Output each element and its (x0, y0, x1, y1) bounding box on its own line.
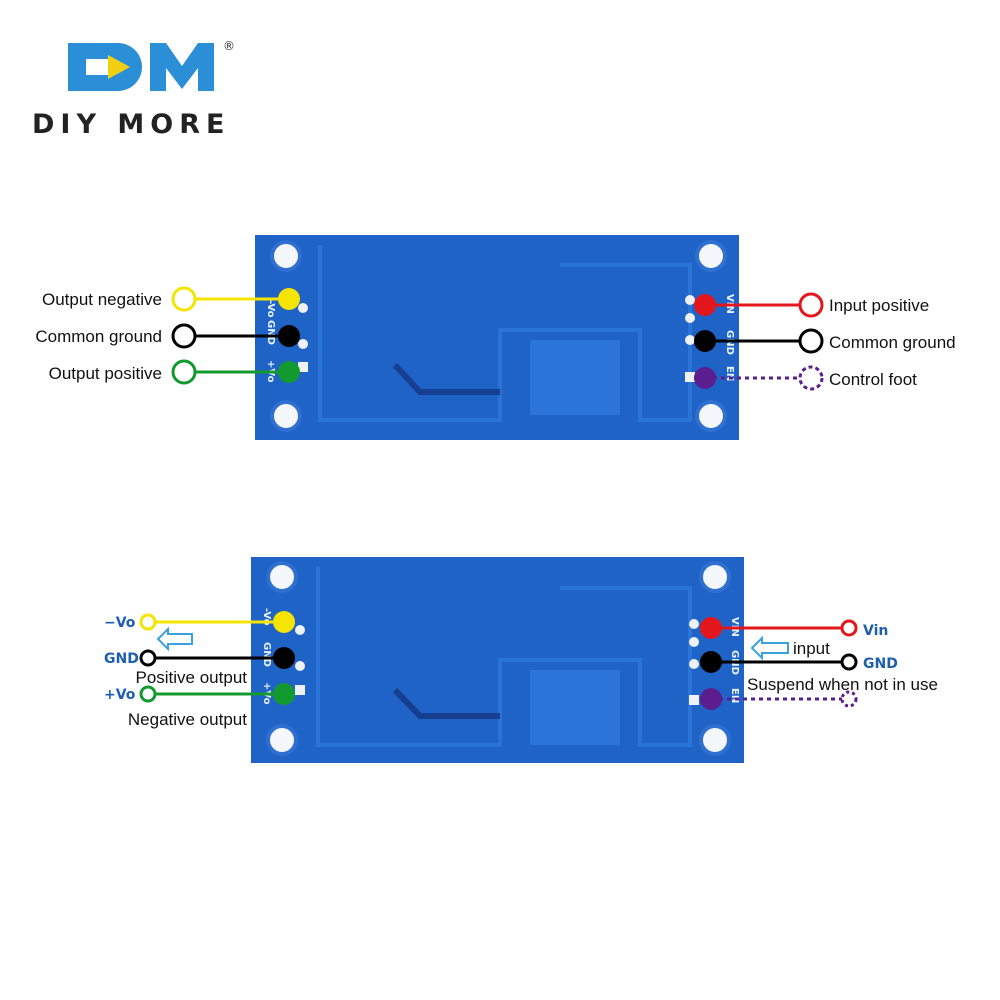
pcb-pad-area (530, 670, 620, 745)
terminal-vo-positive (139, 685, 157, 703)
pcb-trace (392, 687, 500, 719)
label-output-negative: Output negative (42, 290, 162, 309)
mounting-hole (699, 724, 731, 756)
pin-vo-negative (273, 611, 295, 633)
pin-input-positive (694, 294, 716, 316)
label-output-positive: Output positive (49, 364, 162, 383)
terminal-vo-negative (139, 613, 157, 631)
brand-logo: ® DIY MORE (32, 39, 235, 140)
pin-pad (685, 372, 695, 382)
silk-gnd: GND (261, 642, 272, 667)
pin-pad (685, 313, 695, 323)
pin-pad (295, 625, 305, 635)
pin-common-ground (694, 330, 716, 352)
board-bottom: -Vo GND +Vo VIN GND EN (104, 557, 938, 763)
logo-m-shape (150, 43, 214, 91)
pin-vo-positive (273, 683, 295, 705)
note-negative-output: Negative output (128, 710, 247, 729)
logo-d-shape (68, 43, 142, 91)
pin-pad (689, 659, 699, 669)
tag-vo-negative: −Vo (104, 615, 136, 631)
pin-output-negative (278, 288, 300, 310)
pin-pad (298, 339, 308, 349)
note-positive-output: Positive output (135, 668, 247, 687)
silk-vo-neg: -Vo (265, 300, 276, 318)
tag-vo-positive: +Vo (104, 687, 136, 703)
label-input-positive: Input positive (829, 296, 929, 315)
mounting-hole (695, 400, 727, 432)
input-arrow-icon (750, 635, 789, 661)
silk-gnd: GND (265, 320, 276, 345)
pin-pad (689, 695, 699, 705)
terminal-control-foot (798, 365, 824, 391)
pin-control-foot (694, 367, 716, 389)
logo-yellow-triangle (108, 55, 130, 79)
mounting-hole (695, 240, 727, 272)
pin-pad (295, 661, 305, 671)
pin-vin (700, 617, 722, 639)
pin-pad (685, 335, 695, 345)
terminal-common-ground (171, 323, 197, 349)
pcb-board (255, 235, 739, 440)
board-top: -Vo GND +Vo VIN GND EN (35, 235, 956, 440)
brand-name: DIY MORE (32, 109, 230, 140)
tag-gnd: GND (104, 651, 139, 667)
terminal-common-ground (798, 328, 824, 354)
label-common-ground: Common ground (35, 327, 162, 346)
terminal-output-positive (171, 359, 197, 385)
pin-gnd (700, 651, 722, 673)
registered-mark: ® (223, 39, 235, 53)
pin-pad (689, 637, 699, 647)
pcb-trace (392, 362, 500, 395)
silk-en: EN (729, 688, 740, 703)
label-common-ground: Common ground (829, 333, 956, 352)
pin-pad (295, 685, 305, 695)
pin-pad (298, 362, 308, 372)
pin-gnd (273, 647, 295, 669)
terminal-input-positive (798, 292, 824, 318)
pcb-board (251, 557, 744, 763)
tag-gnd: GND (863, 656, 898, 672)
tag-vin: Vin (863, 623, 888, 639)
mounting-hole (270, 240, 302, 272)
terminal-gnd (840, 653, 858, 671)
silk-vo-neg: -Vo (261, 608, 272, 626)
mounting-hole (699, 561, 731, 593)
silk-en: EN (724, 366, 735, 381)
terminal-gnd (139, 649, 157, 667)
pin-pad (298, 303, 308, 313)
output-arrow-icon (156, 626, 193, 652)
pin-common-ground (278, 325, 300, 347)
pin-pad (689, 619, 699, 629)
pin-output-positive (278, 361, 300, 383)
note-input: input (793, 639, 830, 658)
mounting-hole (270, 400, 302, 432)
terminal-vin (840, 619, 858, 637)
mounting-hole (266, 561, 298, 593)
mounting-hole (266, 724, 298, 756)
terminal-en (840, 690, 858, 708)
pin-pad (685, 295, 695, 305)
terminal-output-negative (171, 286, 197, 312)
pcb-pad-area (530, 340, 620, 415)
label-control-foot: Control foot (829, 370, 917, 389)
note-suspend: Suspend when not in use (747, 675, 938, 694)
pin-en (700, 688, 722, 710)
